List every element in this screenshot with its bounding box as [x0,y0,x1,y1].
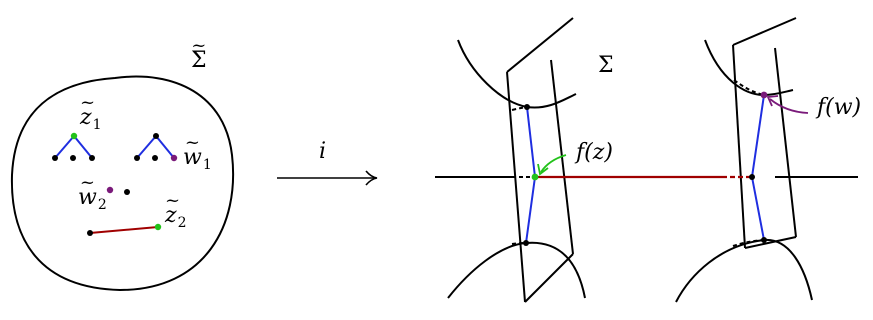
tree-edge [155,135,175,159]
tree-edge [136,135,157,159]
segment-z2 [89,226,159,234]
point [523,240,529,246]
w2-subscript: 2 [97,197,107,213]
map-i-text: i [319,139,327,164]
z1-subscript: 1 [92,117,102,133]
point [152,155,158,161]
sigma-tilde-label: Σ [191,37,207,72]
tube-bottom-curve [675,238,813,303]
w1-subscript: 1 [202,157,212,173]
point-z2 [154,223,162,231]
tube-edge [744,236,797,249]
tree-edge [73,135,93,159]
fw-text: f(w) [817,95,862,120]
point-w2 [106,186,114,194]
point [52,155,58,161]
point [153,133,159,139]
fz-pointer-arrowhead [537,163,549,176]
fw-pointer-arrowhead [766,95,779,107]
point-w1 [170,154,178,162]
fz-label: f(z) [576,142,613,164]
point [87,230,93,236]
point [134,155,140,161]
tree-w1 [134,133,178,162]
tube-top-curve [457,39,577,109]
point-z1 [70,132,78,140]
left-tube [447,17,586,303]
map-arrow-head [365,170,378,186]
sigma-symbol: Σ [598,53,614,78]
surface-disk-outline [10,75,234,292]
tube-edge [506,17,574,73]
tree-edge [54,135,75,159]
z2-subscript: 2 [177,215,187,231]
tube-edge [732,44,746,249]
tube-edge [506,71,526,303]
w2-letter: w [78,174,97,209]
tube-edge [524,253,574,303]
w2-label: w2 [78,174,107,213]
point-f-w [760,91,768,99]
point [89,155,95,161]
point [70,155,76,161]
point [524,104,530,110]
fz-pointer-arrow [540,154,567,173]
hidden-arc [511,242,527,245]
z2-label: z2 [165,192,187,231]
blue-path-right [750,94,765,241]
z1-letter: z [80,94,92,129]
w1-label: w1 [183,134,212,173]
fz-text: f(z) [576,140,613,165]
sigma-tilde-symbol: Σ [191,37,207,72]
sigma-label: Σ [598,55,614,77]
point-f-z [531,173,539,181]
fw-pointer-arrow [769,98,809,114]
map-label-i: i [319,141,326,163]
tube-edge [774,47,797,238]
point [749,174,755,180]
fw-label: f(w) [817,97,861,119]
z2-letter: z [165,192,177,227]
point [761,237,767,243]
right-tube [675,17,813,303]
point [124,189,130,195]
w1-letter: w [183,134,202,169]
z1-label: z1 [80,94,102,133]
tree-z1 [52,132,95,161]
tube-edge [732,17,797,46]
tube-bottom-curve [447,241,586,299]
